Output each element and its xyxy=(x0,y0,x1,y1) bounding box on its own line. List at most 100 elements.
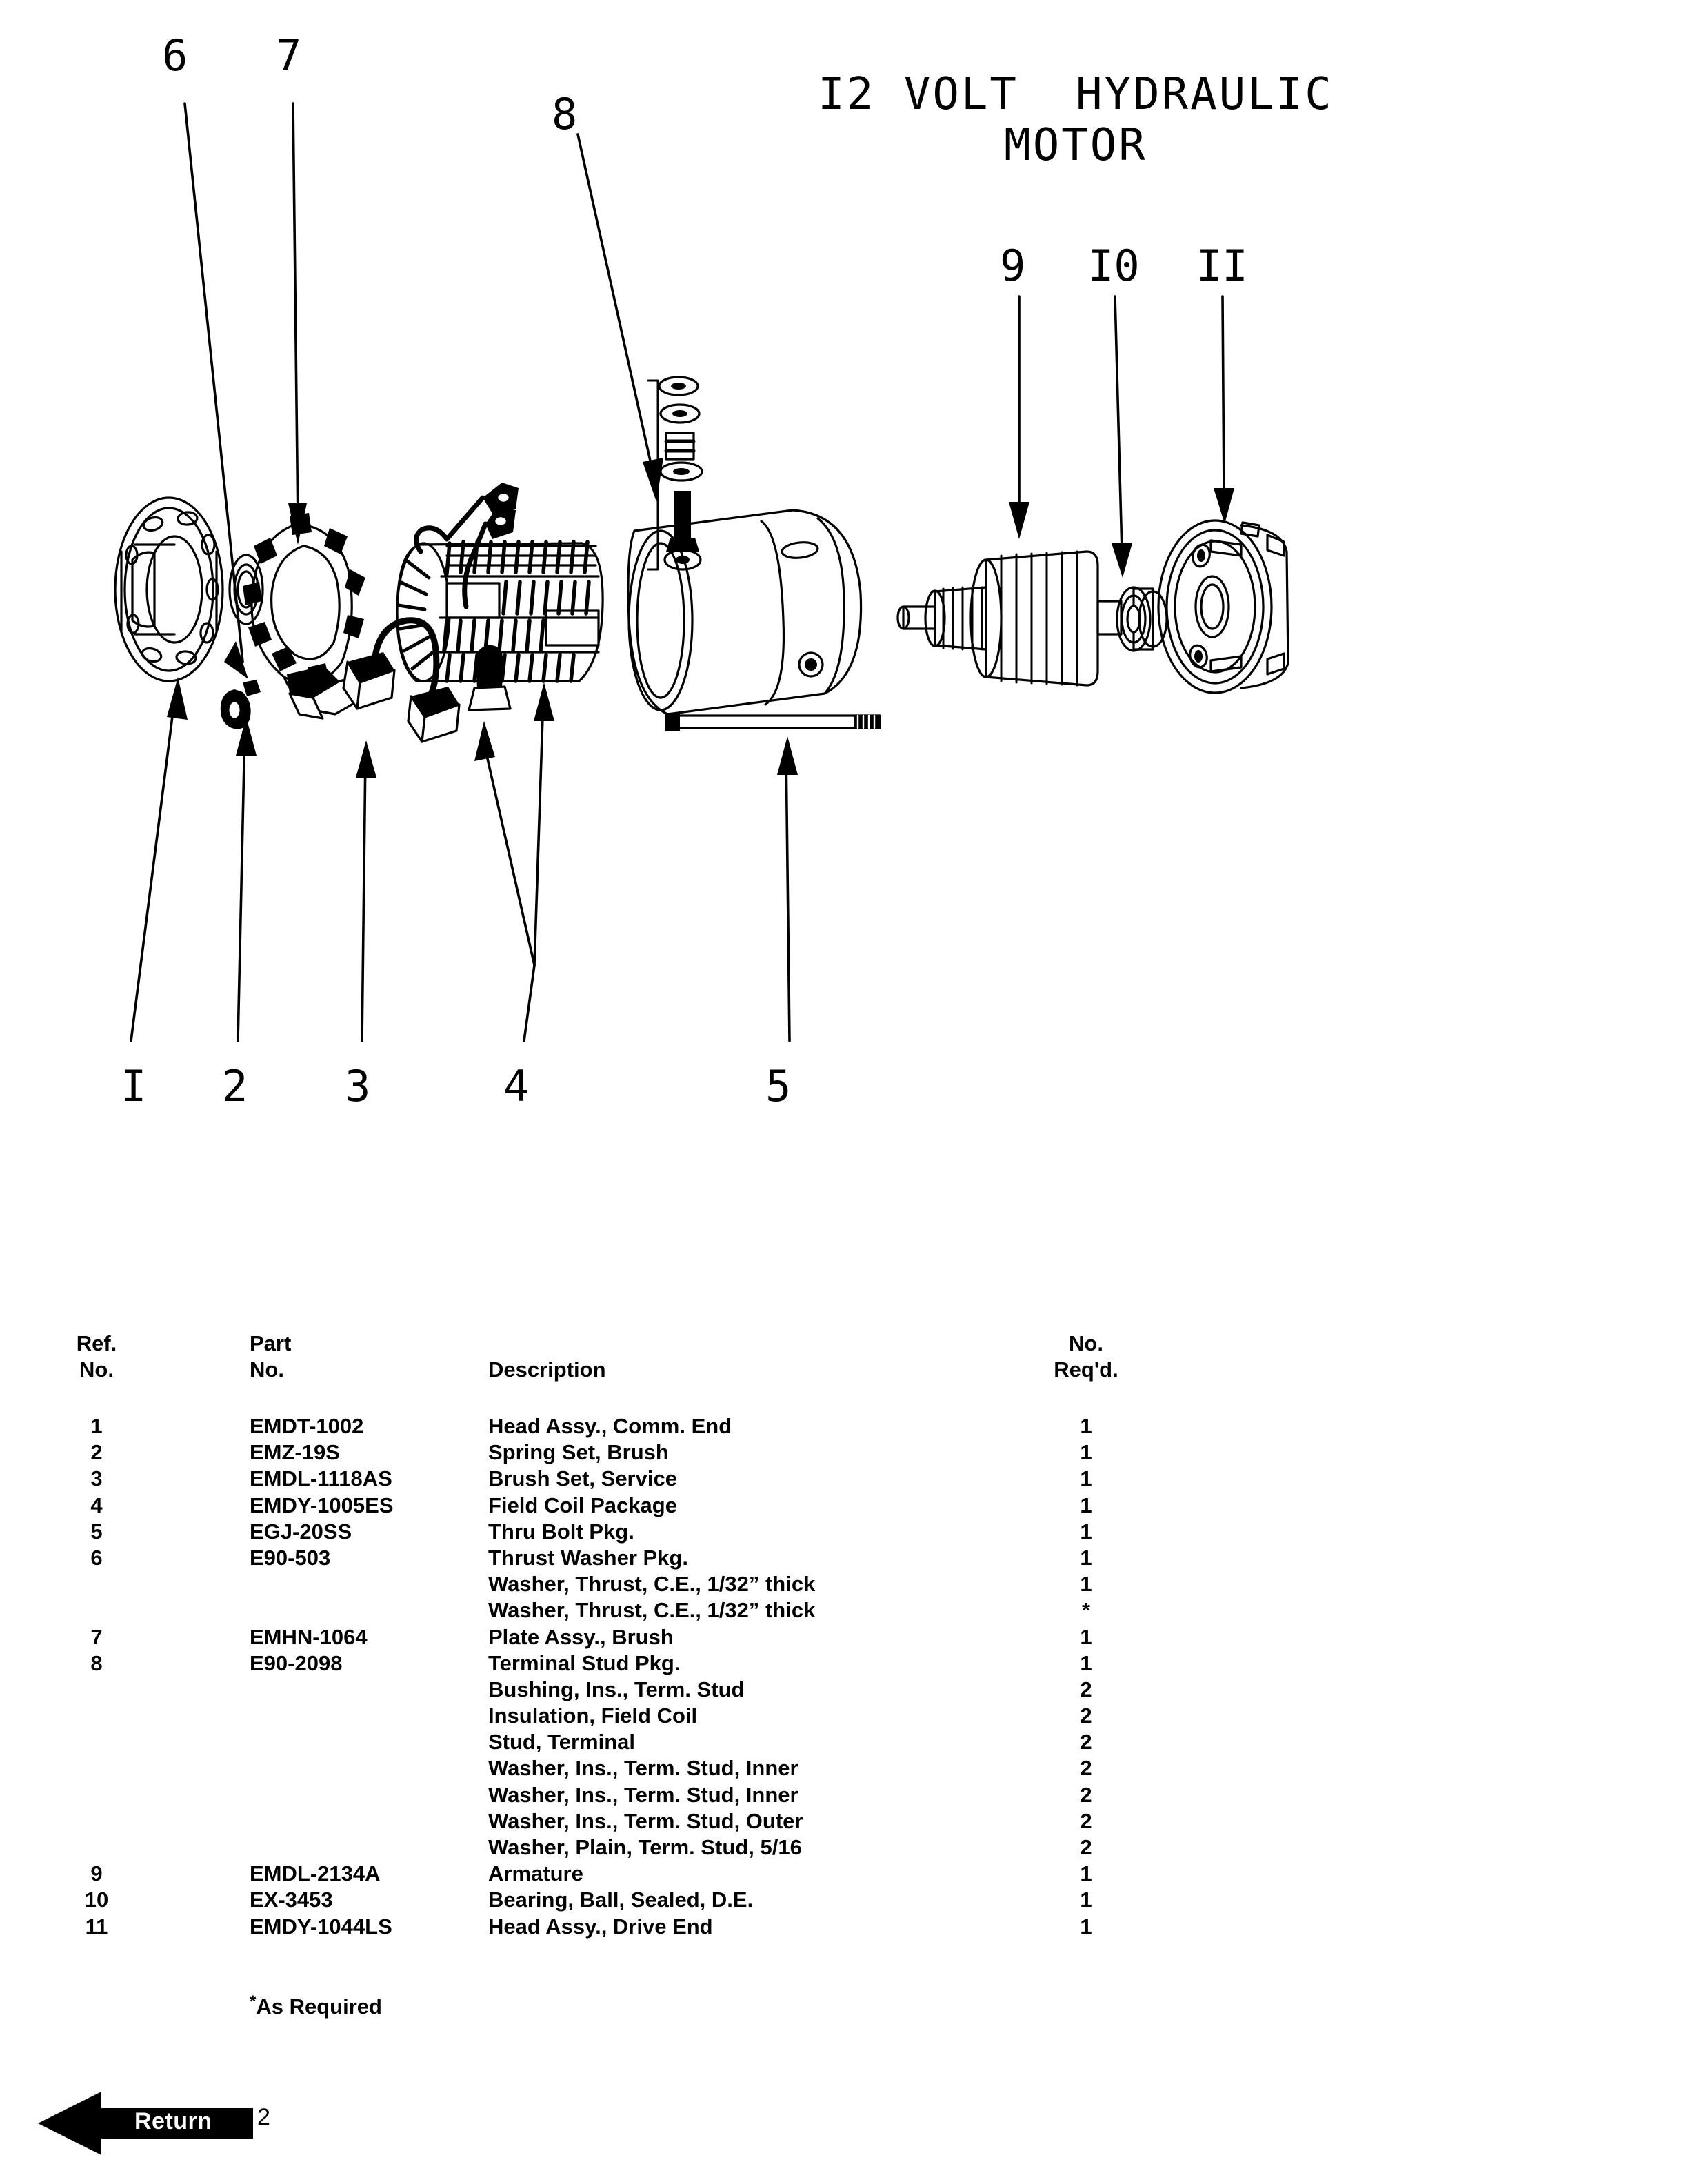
page-number: 2 xyxy=(257,2104,270,2130)
callout-6: 6 xyxy=(162,30,188,81)
table-header-row-1: Ref. Part No. xyxy=(0,1331,1688,1357)
leader-4-branch-b xyxy=(533,695,545,967)
asterisk-icon: * xyxy=(250,1992,257,2011)
cell-qty-required: 1 xyxy=(1080,1572,1092,1597)
cell-qty-required: 1 xyxy=(1080,1861,1092,1886)
cell-qty-required: 2 xyxy=(1080,1835,1092,1859)
table-row: Stud, Terminal 2 xyxy=(0,1729,1688,1755)
header-ref-no-line1: Ref. xyxy=(76,1331,117,1355)
exploded-parts-diagram xyxy=(114,102,1289,1042)
callout-2: 2 xyxy=(222,1061,248,1111)
cell-description: Washer, Ins., Term. Stud, Inner xyxy=(488,1756,798,1781)
header-part-no-line2: No. xyxy=(250,1357,284,1382)
footnote-as-required: *As Required xyxy=(250,1992,382,2019)
callout-11: II xyxy=(1196,241,1248,291)
cell-description: Armature xyxy=(488,1861,583,1886)
leader-7 xyxy=(292,102,299,525)
table-header: Ref. Part No. No. No. Description Req'd. xyxy=(0,1331,1688,1383)
cell-qty-required: 1 xyxy=(1080,1440,1092,1465)
cell-part-no: EX-3453 xyxy=(250,1888,333,1912)
table-row: Washer, Thrust, C.E., 1/32” thick * xyxy=(0,1597,1688,1624)
cell-ref-no: 4 xyxy=(90,1493,103,1517)
cell-qty-required: 2 xyxy=(1080,1808,1092,1833)
cell-ref-no: 1 xyxy=(90,1414,103,1438)
leader-4-arrowhead-a xyxy=(474,721,495,761)
return-button-label[interactable]: Return xyxy=(134,2108,212,2134)
callout-8: 8 xyxy=(552,89,578,139)
leader-4-stem xyxy=(523,964,536,1042)
drawing-title: I2 VOLT HYDRAULIC MOTOR xyxy=(772,69,1379,171)
leader-10 xyxy=(1114,295,1123,553)
cell-qty-required: 2 xyxy=(1080,1730,1092,1755)
cell-ref-no: 3 xyxy=(90,1466,103,1491)
cell-ref-no: 2 xyxy=(90,1440,103,1465)
cell-qty-required: 2 xyxy=(1080,1782,1092,1807)
cell-ref-no: 5 xyxy=(90,1519,103,1544)
leader-2 xyxy=(237,729,246,1042)
cell-ref-no: 10 xyxy=(84,1888,109,1912)
title-line-2: MOTOR xyxy=(1004,120,1147,171)
cell-qty-required: * xyxy=(1081,1598,1091,1623)
cell-description: Washer, Thrust, C.E., 1/32” thick xyxy=(488,1572,816,1597)
part-brush-spring xyxy=(220,680,261,729)
cell-description: Field Coil Package xyxy=(488,1493,677,1517)
table-row: Insulation, Field Coil 2 xyxy=(0,1703,1688,1729)
return-arrow-icon[interactable] xyxy=(38,2089,265,2158)
cell-part-no: EMDT-1002 xyxy=(250,1414,364,1438)
cell-description: Plate Assy., Brush xyxy=(488,1624,674,1649)
cell-description: Head Assy., Drive End xyxy=(488,1914,713,1939)
table-row: 5 EGJ-20SS Thru Bolt Pkg. 1 xyxy=(0,1519,1688,1545)
cell-description: Spring Set, Brush xyxy=(488,1440,669,1465)
part-brush-set-service xyxy=(287,617,461,743)
table-row: Washer, Plain, Term. Stud, 5/16 2 xyxy=(0,1834,1688,1861)
cell-description: Stud, Terminal xyxy=(488,1730,636,1755)
callout-5: 5 xyxy=(765,1061,792,1111)
cell-description: Bearing, Ball, Sealed, D.E. xyxy=(488,1888,754,1912)
callout-10: I0 xyxy=(1088,241,1140,291)
cell-ref-no: 6 xyxy=(90,1545,103,1570)
leader-3 xyxy=(361,754,367,1042)
cell-description: Washer, Ins., Term. Stud, Outer xyxy=(488,1808,803,1833)
cell-description: Thru Bolt Pkg. xyxy=(488,1519,634,1544)
cell-description: Insulation, Field Coil xyxy=(488,1703,698,1728)
cell-part-no: EGJ-20SS xyxy=(250,1519,352,1544)
cell-part-no: EMDL-1118AS xyxy=(250,1466,392,1491)
leader-11-arrowhead xyxy=(1214,488,1234,524)
cell-part-no: EMDY-1044LS xyxy=(250,1914,392,1939)
return-navigation[interactable]: Return 2 xyxy=(38,2089,328,2165)
cell-part-no: EMHN-1064 xyxy=(250,1624,368,1649)
callout-4: 4 xyxy=(503,1061,530,1111)
leader-11 xyxy=(1221,295,1225,498)
leader-1-arrowhead xyxy=(167,677,188,720)
leader-6-arrowhead xyxy=(224,641,248,679)
cell-description: Brush Set, Service xyxy=(488,1466,677,1491)
cell-description: Washer, Plain, Term. Stud, 5/16 xyxy=(488,1835,802,1859)
header-description: Description xyxy=(488,1357,606,1382)
leader-3-arrowhead xyxy=(356,740,376,778)
cell-qty-required: 2 xyxy=(1080,1703,1092,1728)
table-header-row-2: No. No. Description Req'd. xyxy=(0,1357,1688,1383)
table-row: 2 EMZ-19S Spring Set, Brush 1 xyxy=(0,1439,1688,1466)
cell-description: Washer, Thrust, C.E., 1/32” thick xyxy=(488,1598,816,1623)
cell-qty-required: 1 xyxy=(1080,1493,1092,1517)
cell-part-no: EMZ-19S xyxy=(250,1440,340,1465)
cell-qty-required: 1 xyxy=(1080,1914,1092,1939)
cell-ref-no: 9 xyxy=(90,1861,103,1886)
part-drive-end-head xyxy=(1157,519,1289,694)
cell-qty-required: 1 xyxy=(1080,1519,1092,1544)
callout-9: 9 xyxy=(1000,241,1026,291)
cell-part-no: E90-503 xyxy=(250,1545,331,1570)
cell-ref-no: 8 xyxy=(90,1650,103,1675)
cell-description: Bushing, Ins., Term. Stud xyxy=(488,1677,745,1701)
leader-10-arrowhead xyxy=(1112,543,1132,578)
